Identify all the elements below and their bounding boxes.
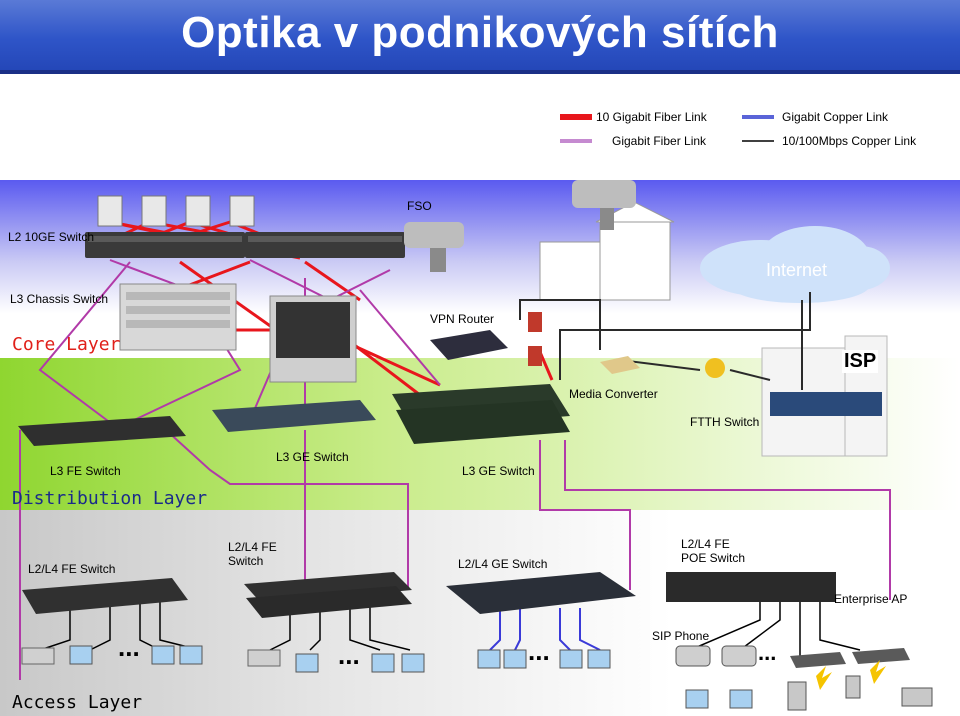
l2-10ge-switch-left bbox=[85, 232, 245, 258]
ellipsis-2: ... bbox=[338, 640, 360, 670]
ellipsis-4: ... bbox=[758, 640, 777, 665]
l3-chassis-switch-small bbox=[119, 283, 237, 351]
ftth-device bbox=[705, 358, 725, 378]
wireless-clients bbox=[787, 675, 933, 711]
legend-gig-fiber: Gigabit Fiber Link bbox=[612, 134, 707, 148]
label-l2l4-poe-a: L2/L4 FE bbox=[681, 537, 730, 551]
l3-chassis-switch-large bbox=[269, 295, 357, 383]
label-ftth-switch: FTTH Switch bbox=[690, 415, 760, 429]
label-l2l4-ge: L2/L4 GE Switch bbox=[458, 557, 548, 571]
end-devices bbox=[69, 645, 753, 709]
servers bbox=[97, 195, 255, 227]
ellipsis-1: ... bbox=[118, 632, 140, 662]
ellipsis-3: ... bbox=[528, 636, 550, 666]
title-underline bbox=[0, 70, 960, 74]
label-l2l4-fe-2a: L2/L4 FE bbox=[228, 540, 277, 554]
gig-copper-access bbox=[489, 608, 601, 651]
distribution-layer-label: Distribution Layer bbox=[12, 488, 208, 509]
remote-building bbox=[539, 201, 675, 301]
label-media-converter: Media Converter bbox=[569, 387, 658, 401]
l3-ge-switch-left bbox=[212, 400, 376, 432]
label-l2l4-fe-1: L2/L4 FE Switch bbox=[28, 562, 116, 576]
label-enterprise-ap: Enterprise AP bbox=[834, 592, 908, 606]
label-fso: FSO bbox=[407, 199, 432, 213]
ftth-switch bbox=[770, 392, 882, 416]
label-l3-ge-right: L3 GE Switch bbox=[462, 464, 535, 478]
label-l2l4-poe-b: POE Switch bbox=[681, 551, 746, 565]
l3-ge-switch-right bbox=[392, 384, 570, 444]
label-vpn-router: VPN Router bbox=[430, 312, 495, 326]
label-l2-10ge: L2 10GE Switch bbox=[8, 230, 95, 244]
label-isp: ISP bbox=[842, 350, 879, 373]
l2l4-fe-switch-1 bbox=[22, 578, 188, 614]
l2-10ge-switch-right bbox=[245, 232, 405, 258]
l2l4-poe-switch bbox=[666, 572, 836, 602]
label-internet: Internet bbox=[766, 260, 828, 280]
legend-ten-gig-fiber: 10 Gigabit Fiber Link bbox=[596, 110, 707, 124]
fso-right bbox=[572, 180, 636, 230]
sip-phones bbox=[675, 645, 757, 667]
page-title: Optika v podnikových sítích bbox=[181, 8, 779, 57]
l2l4-ge-switch bbox=[446, 572, 636, 614]
label-l2l4-fe-2b: Switch bbox=[228, 554, 264, 568]
label-l3-fe: L3 FE Switch bbox=[50, 464, 121, 478]
printers bbox=[21, 647, 281, 667]
label-sip-phone: SIP Phone bbox=[652, 629, 710, 643]
legend-fast-copper: 10/100Mbps Copper Link bbox=[782, 134, 917, 148]
enterprise-aps bbox=[790, 648, 910, 668]
l3-fe-switch bbox=[18, 416, 186, 446]
fso-left bbox=[404, 222, 464, 272]
wireless-bolts bbox=[816, 660, 886, 690]
title-bar bbox=[0, 0, 960, 70]
legend-gig-copper: Gigabit Copper Link bbox=[782, 110, 889, 124]
media-converter bbox=[600, 356, 640, 374]
l2l4-fe-switch-2 bbox=[244, 572, 412, 618]
firewalls bbox=[528, 312, 542, 366]
internet-cloud bbox=[700, 226, 890, 303]
legend-band bbox=[0, 74, 960, 180]
label-l3-chassis: L3 Chassis Switch bbox=[10, 292, 109, 306]
vpn-router bbox=[430, 330, 508, 360]
gig-copper-links bbox=[519, 292, 811, 390]
access-layer-label: Access Layer bbox=[12, 692, 143, 713]
core-layer-label: Core Layer bbox=[12, 334, 121, 355]
label-l3-ge-left: L3 GE Switch bbox=[276, 450, 349, 464]
